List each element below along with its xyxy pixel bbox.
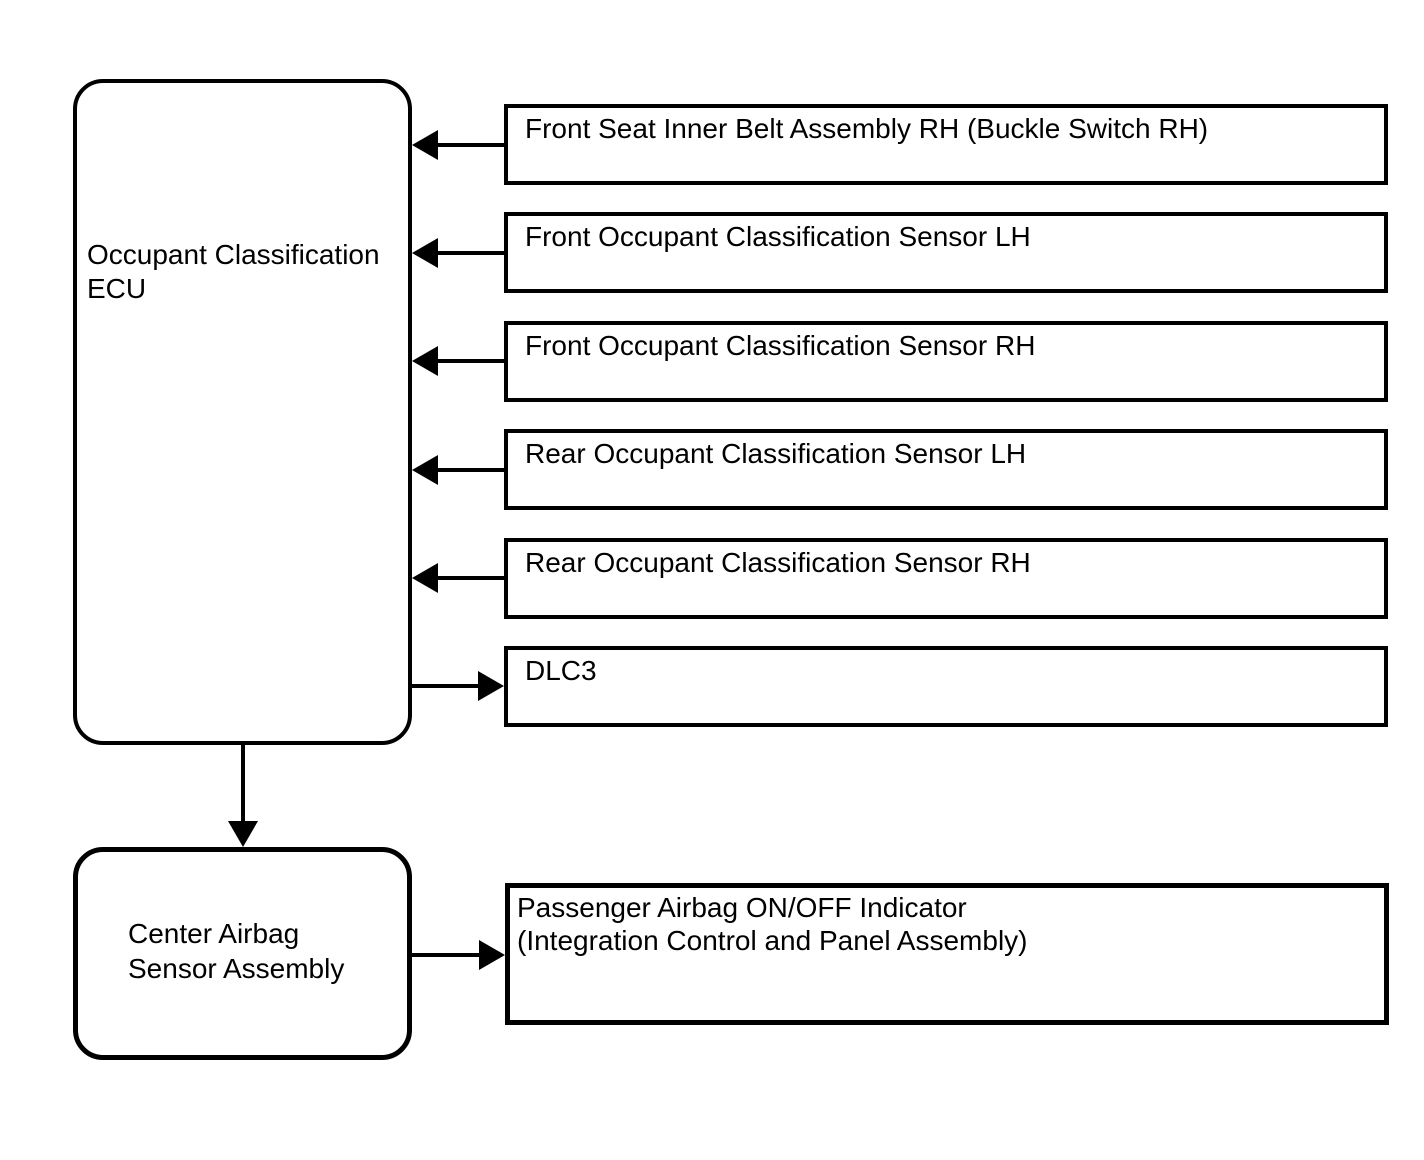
arrow-ecu-to-center-airbag-icon	[228, 745, 258, 847]
node-front-occupant-sensor-rh: Front Occupant Classification Sensor RH	[504, 321, 1388, 402]
ecu-node: Occupant Classification ECU	[73, 79, 412, 745]
node-rear-occupant-sensor-rh: Rear Occupant Classification Sensor RH	[504, 538, 1388, 619]
node-passenger-airbag-indicator: Passenger Airbag ON/OFF Indicator (Integ…	[505, 883, 1389, 1025]
node-front-seat-inner-belt-rh: Front Seat Inner Belt Assembly RH (Buckl…	[504, 104, 1388, 185]
node-dlc3: DLC3	[504, 646, 1388, 727]
node-label: Rear Occupant Classification Sensor RH	[525, 547, 1031, 578]
node-front-occupant-sensor-lh: Front Occupant Classification Sensor LH	[504, 212, 1388, 293]
center-airbag-label-line2: Sensor Assembly	[128, 953, 345, 984]
arrow-front-sensor-rh-to-ecu-icon	[412, 346, 504, 376]
node-label: Front Occupant Classification Sensor LH	[525, 221, 1031, 252]
arrow-center-airbag-to-indicator-icon	[412, 940, 505, 970]
node-label: Rear Occupant Classification Sensor LH	[525, 438, 1027, 469]
center-airbag-node-label: Center Airbag Sensor Assembly	[128, 916, 344, 986]
center-airbag-label-line1: Center Airbag	[128, 918, 300, 949]
center-airbag-sensor-node: Center Airbag Sensor Assembly	[73, 847, 412, 1060]
arrow-rear-sensor-lh-to-ecu-icon	[412, 455, 504, 485]
arrow-buckle-switch-to-ecu-icon	[412, 130, 504, 160]
arrow-ecu-to-dlc3-icon	[412, 671, 504, 701]
ecu-node-label: Occupant Classification ECU	[87, 238, 380, 306]
passenger-indicator-label-line2: (Integration Control and Panel Assembly)	[517, 925, 1028, 956]
node-label: Front Seat Inner Belt Assembly RH (Buckl…	[525, 113, 1209, 144]
node-label: DLC3	[525, 655, 597, 686]
node-rear-occupant-sensor-lh: Rear Occupant Classification Sensor LH	[504, 429, 1388, 510]
node-label: Front Occupant Classification Sensor RH	[525, 330, 1036, 361]
arrow-rear-sensor-rh-to-ecu-icon	[412, 563, 504, 593]
ecu-label-line1: Occupant Classification	[87, 239, 380, 270]
passenger-indicator-label-line1: Passenger Airbag ON/OFF Indicator	[517, 892, 967, 923]
arrow-front-sensor-lh-to-ecu-icon	[412, 238, 504, 268]
ecu-label-line2: ECU	[87, 273, 147, 304]
